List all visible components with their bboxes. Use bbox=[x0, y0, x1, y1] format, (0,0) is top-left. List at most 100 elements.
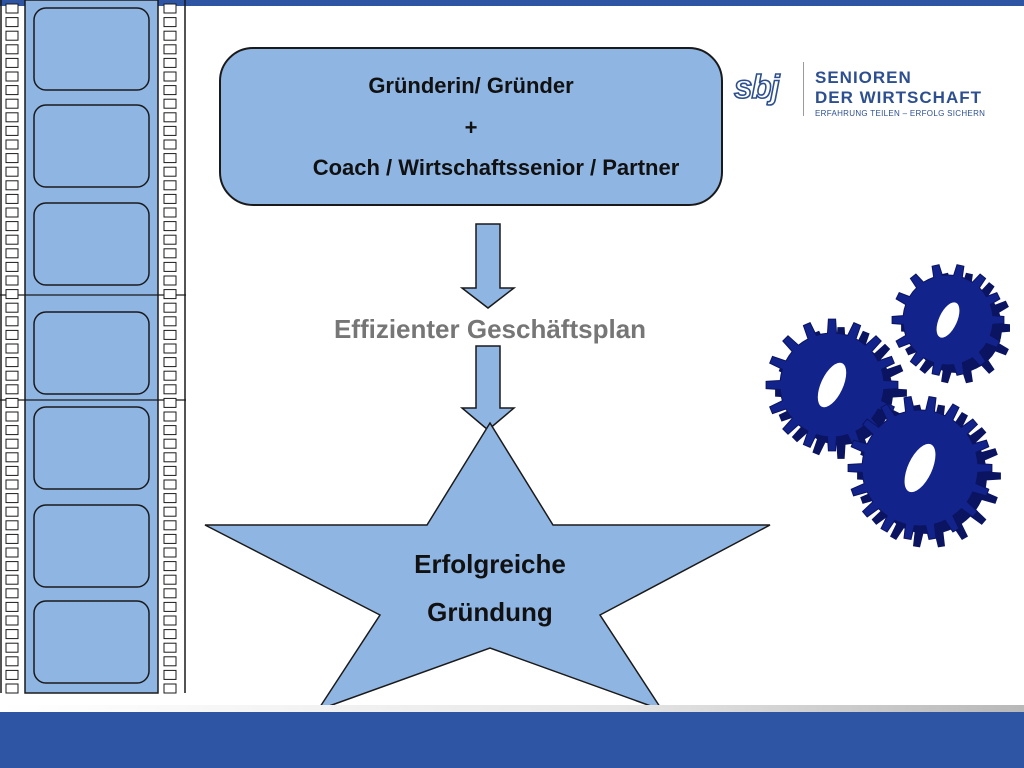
arrow-down-1 bbox=[459, 223, 517, 309]
sprocket-hole bbox=[163, 493, 177, 504]
film-frame bbox=[33, 104, 150, 188]
sprocket-hole bbox=[5, 234, 19, 245]
film-frame bbox=[33, 406, 150, 490]
sprocket-hole bbox=[5, 98, 19, 109]
sprocket-hole bbox=[5, 221, 19, 232]
sprocket-hole bbox=[5, 289, 19, 300]
sprocket-hole bbox=[5, 669, 19, 680]
sprocket-hole bbox=[163, 261, 177, 272]
sprocket-hole bbox=[163, 302, 177, 313]
sprocket-hole bbox=[163, 193, 177, 204]
sprocket-hole bbox=[163, 397, 177, 408]
sprocket-hole bbox=[163, 329, 177, 340]
sprocket-hole bbox=[5, 601, 19, 612]
sprocket-hole bbox=[5, 533, 19, 544]
sprocket-hole bbox=[163, 207, 177, 218]
bottom-gradient-stripe bbox=[0, 705, 1024, 712]
sprocket-hole bbox=[163, 574, 177, 585]
sprocket-hole bbox=[163, 533, 177, 544]
sprocket-hole bbox=[5, 125, 19, 136]
sprocket-hole bbox=[5, 384, 19, 395]
sprocket-hole bbox=[5, 629, 19, 640]
sprocket-hole bbox=[163, 411, 177, 422]
film-frame bbox=[33, 7, 150, 91]
sprocket-hole bbox=[5, 316, 19, 327]
sprocket-hole bbox=[5, 397, 19, 408]
sprocket-hole bbox=[5, 3, 19, 14]
sprocket-hole bbox=[5, 57, 19, 68]
sprocket-hole bbox=[163, 506, 177, 517]
sprocket-hole bbox=[163, 139, 177, 150]
sprocket-hole bbox=[5, 642, 19, 653]
star-label-line1: Erfolgreiche bbox=[414, 549, 566, 579]
sprocket-hole bbox=[163, 125, 177, 136]
sprocket-hole bbox=[163, 289, 177, 300]
sprocket-hole bbox=[163, 465, 177, 476]
sbj-logo-mark: sbj bbox=[733, 67, 782, 106]
sprocket-hole bbox=[5, 479, 19, 490]
sprocket-hole bbox=[163, 85, 177, 96]
film-frame bbox=[33, 202, 150, 286]
gear-hole bbox=[936, 302, 960, 338]
sprocket-hole bbox=[5, 17, 19, 28]
sprocket-hole bbox=[5, 656, 19, 667]
sprocket-hole bbox=[163, 438, 177, 449]
sprocket-hole bbox=[5, 139, 19, 150]
logo-divider bbox=[803, 62, 804, 116]
sprocket-hole bbox=[163, 234, 177, 245]
sprocket-hole bbox=[163, 98, 177, 109]
sprocket-hole bbox=[163, 153, 177, 164]
sprocket-hole bbox=[163, 3, 177, 14]
sprocket-hole bbox=[5, 506, 19, 517]
sprocket-hole bbox=[163, 180, 177, 191]
sprocket-hole bbox=[163, 221, 177, 232]
arrow-down-2 bbox=[459, 345, 517, 431]
sprocket-hole bbox=[163, 561, 177, 572]
sprocket-hole bbox=[163, 71, 177, 82]
sprocket-hole bbox=[5, 248, 19, 259]
sprocket-hole bbox=[5, 302, 19, 313]
film-frame bbox=[33, 600, 150, 684]
sprocket-hole bbox=[163, 30, 177, 41]
sprocket-hole bbox=[5, 275, 19, 286]
sprocket-hole bbox=[163, 370, 177, 381]
sprocket-hole bbox=[5, 438, 19, 449]
sprocket-hole bbox=[163, 17, 177, 28]
sprocket-hole bbox=[163, 384, 177, 395]
sprocket-hole bbox=[163, 452, 177, 463]
bottom-accent-bar bbox=[0, 712, 1024, 768]
sprocket-hole bbox=[5, 343, 19, 354]
logo-mark-text: sbj bbox=[734, 68, 781, 105]
sprocket-hole bbox=[5, 683, 19, 694]
star-label: Erfolgreiche Gründung bbox=[340, 540, 640, 636]
sprocket-hole bbox=[5, 153, 19, 164]
sprocket-hole bbox=[5, 180, 19, 191]
sprocket-hole bbox=[5, 465, 19, 476]
sprocket-hole bbox=[5, 357, 19, 368]
business-plan-label: Effizienter Geschäftsplan bbox=[333, 314, 647, 344]
gear-icon bbox=[891, 264, 1010, 384]
sprocket-hole bbox=[5, 615, 19, 626]
film-frame bbox=[33, 311, 150, 395]
sprocket-hole bbox=[5, 112, 19, 123]
sprocket-hole bbox=[163, 425, 177, 436]
sprocket-hole bbox=[5, 370, 19, 381]
star-label-line2: Gründung bbox=[427, 597, 553, 627]
sprocket-hole bbox=[5, 588, 19, 599]
gear-icon bbox=[847, 396, 1001, 548]
sprocket-hole bbox=[163, 57, 177, 68]
sprocket-hole bbox=[5, 493, 19, 504]
flow-arrows bbox=[459, 223, 517, 431]
logo-name-line2: DER WIRTSCHAFT bbox=[815, 88, 982, 107]
sprocket-hole bbox=[5, 547, 19, 558]
sprocket-hole bbox=[5, 261, 19, 272]
sprocket-hole bbox=[163, 683, 177, 694]
founder-coach-box: Gründerin/ Gründer + Coach / Wirtschafts… bbox=[219, 47, 723, 206]
sprocket-hole bbox=[163, 588, 177, 599]
sprocket-hole bbox=[5, 166, 19, 177]
sprocket-hole bbox=[5, 411, 19, 422]
sprocket-hole bbox=[163, 601, 177, 612]
logo-name-line1: SENIOREN bbox=[815, 68, 912, 87]
gear-hole bbox=[904, 443, 936, 493]
coach-label: Coach / Wirtschaftssenior / Partner bbox=[312, 154, 680, 180]
